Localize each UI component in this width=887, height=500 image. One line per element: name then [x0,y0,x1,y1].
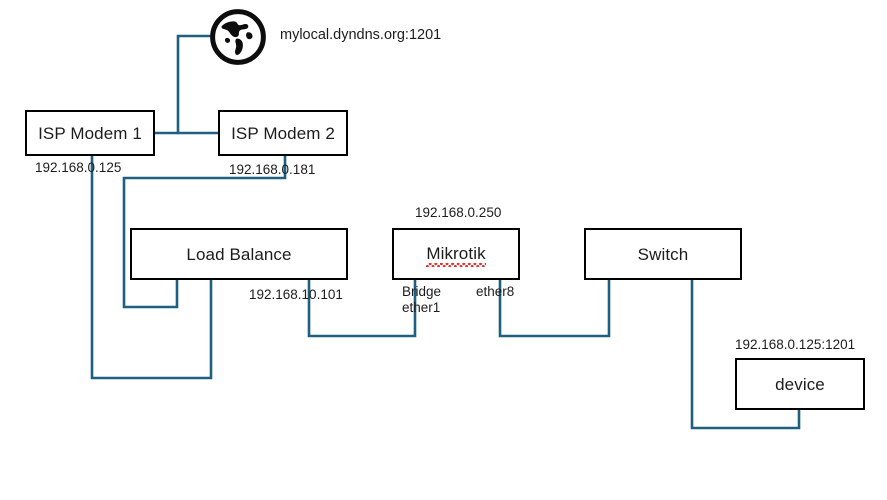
wire-switch-to-device [690,280,801,430]
label-mikrotik-port-bridge: Bridge [402,284,442,299]
node-mikrotik-label: Mikrotik [426,244,487,267]
label-load-balance-ip: 192.168.10.101 [249,287,343,302]
wire-internet-to-modems [176,34,218,135]
wire-modem2-to-loadbalance [122,155,287,309]
wire-loadbalance-to-mikrotik [307,280,417,338]
node-switch[interactable]: Switch [584,228,742,280]
node-isp-modem-1-label: ISP Modem 1 [38,123,142,143]
node-device-label: device [775,374,825,394]
wire-modem1-to-loadbalance [90,155,213,380]
internet-url-label: mylocal.dyndns.org:1201 [280,27,442,43]
label-mikrotik-port-ether8: ether8 [476,284,515,299]
label-isp-modem-1-ip: 192.168.0.125 [35,160,122,175]
label-isp-modem-2-ip: 192.168.0.181 [229,162,316,177]
node-switch-label: Switch [637,244,689,264]
node-load-balance-label: Load Balance [186,244,292,264]
globe-icon [209,8,267,66]
label-mikrotik-port-ether1: ether1 [402,300,441,315]
wire-mikrotik-to-switch [498,280,611,338]
node-device[interactable]: device [735,358,865,410]
node-mikrotik[interactable]: Mikrotik [392,228,520,280]
node-load-balance[interactable]: Load Balance [130,228,348,280]
label-device-ip: 192.168.0.125:1201 [735,337,856,352]
node-isp-modem-2-label: ISP Modem 2 [231,123,335,143]
node-isp-modem-2[interactable]: ISP Modem 2 [218,110,348,156]
label-mikrotik-ip: 192.168.0.250 [415,205,502,220]
node-isp-modem-1[interactable]: ISP Modem 1 [25,110,155,156]
